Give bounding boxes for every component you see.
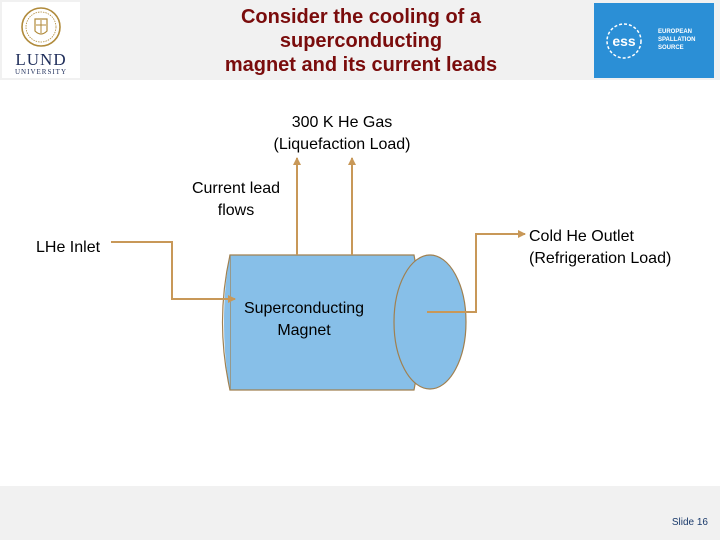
magnet-label: Superconducting Magnet: [222, 298, 386, 342]
lund-university-logo: LUND UNIVERSITY: [2, 2, 80, 78]
lund-seal-icon: [21, 7, 61, 47]
ess-logo: ess EUROPEAN SPALLATION SOURCE: [594, 3, 714, 78]
magnet-cylinder-left-cap: [223, 255, 230, 390]
lund-subtitle: UNIVERSITY: [15, 68, 67, 76]
lhe-inlet-label: LHe Inlet: [36, 239, 101, 256]
current-lead-label-line: Current lead: [191, 180, 281, 197]
magnet-cylinder-end: [393, 254, 467, 390]
current-lead-label-line: flows: [217, 202, 255, 219]
gas-label-line: (Liquefaction Load): [273, 136, 411, 153]
footer-band: [0, 486, 720, 540]
title-line: superconducting: [279, 30, 443, 52]
magnet-label-line: Magnet: [277, 322, 331, 339]
gas-label-line: 300 K He Gas: [291, 114, 393, 131]
cold-he-outlet-label: Cold He Outlet (Refrigeration Load): [529, 226, 671, 270]
title-line: magnet and its current leads: [224, 54, 498, 76]
ess-line: SOURCE: [658, 45, 684, 51]
gas-label: 300 K He Gas (Liquefaction Load): [262, 112, 422, 156]
outlet-label-line: Cold He Outlet: [529, 228, 634, 245]
slide-number: Slide 16: [671, 517, 708, 528]
outlet-label-line: (Refrigeration Load): [529, 250, 672, 267]
lhe-inlet-arrow: [111, 241, 236, 303]
cold-he-outlet-arrow: [427, 230, 526, 313]
slide-title: Consider the cooling of a superconductin…: [180, 5, 542, 77]
ess-wordmark: EUROPEAN SPALLATION SOURCE: [658, 28, 695, 52]
title-line: Consider the cooling of a: [240, 6, 481, 28]
ess-mark-icon: ess: [606, 23, 642, 59]
magnet-label-line: Superconducting: [243, 300, 365, 317]
ess-line: EUROPEAN: [658, 29, 693, 35]
current-lead-label: Current lead flows: [178, 178, 294, 222]
svg-text:ess: ess: [612, 33, 636, 49]
lund-name: LUND: [15, 50, 67, 69]
ess-line: SPALLATION: [658, 37, 696, 43]
